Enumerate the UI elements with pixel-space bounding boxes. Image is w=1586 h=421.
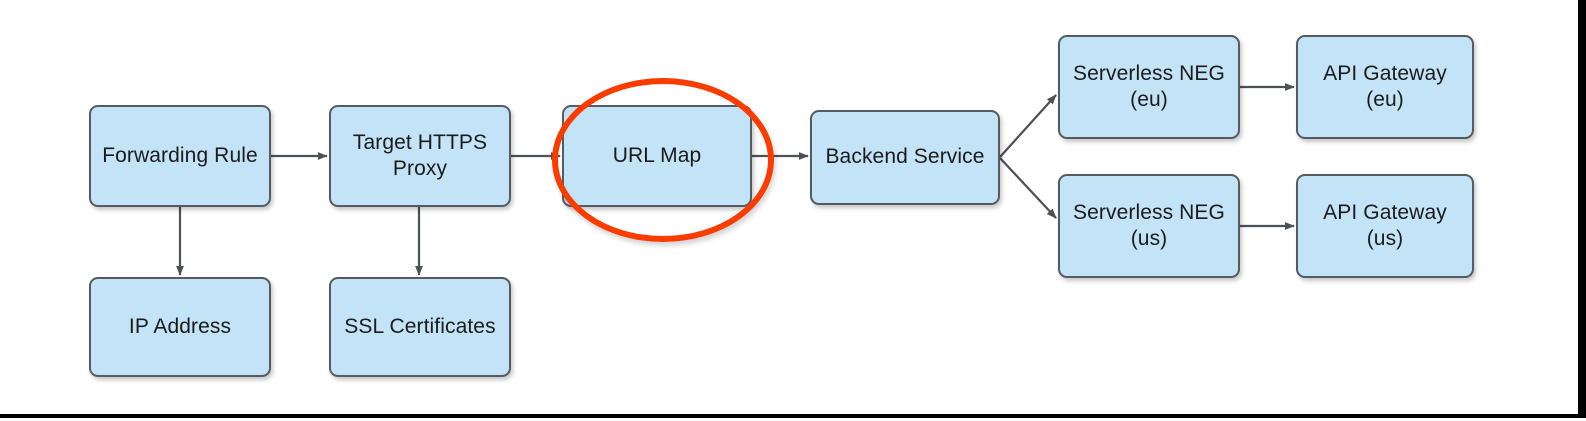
node-forwarding-rule[interactable]: Forwarding Rule: [89, 105, 271, 207]
bottom-divider: [0, 414, 1586, 418]
node-label-target-https-proxy: Target HTTPS Proxy: [352, 130, 488, 180]
node-api-gateway-eu[interactable]: API Gateway (eu): [1296, 35, 1474, 139]
node-label-backend-service: Backend Service: [825, 145, 985, 169]
node-backend-service[interactable]: Backend Service: [810, 110, 1000, 205]
node-label-api-gateway-us: API Gateway (us): [1323, 200, 1447, 250]
right-divider: [1578, 0, 1586, 418]
edge-backend-to-neg-us: [999, 157, 1057, 219]
url-map-highlight-ellipse: [552, 78, 774, 242]
node-serverless-neg-us[interactable]: Serverless NEG (us): [1058, 174, 1240, 278]
node-ip-address[interactable]: IP Address: [89, 277, 271, 377]
node-label-serverless-neg-eu: Serverless NEG (eu): [1073, 61, 1225, 111]
node-label-ip-address: IP Address: [128, 314, 232, 338]
node-label-api-gateway-eu: API Gateway (eu): [1323, 61, 1447, 111]
node-target-https-proxy[interactable]: Target HTTPS Proxy: [329, 105, 511, 207]
edge-backend-to-neg-eu: [999, 94, 1057, 158]
node-label-serverless-neg-us: Serverless NEG (us): [1073, 200, 1225, 250]
node-api-gateway-us[interactable]: API Gateway (us): [1296, 174, 1474, 278]
node-serverless-neg-eu[interactable]: Serverless NEG (eu): [1058, 35, 1240, 139]
node-ssl-certificates[interactable]: SSL Certificates: [329, 277, 511, 377]
node-label-forwarding-rule: Forwarding Rule: [102, 143, 258, 167]
node-label-ssl-certificates: SSL Certificates: [344, 314, 496, 338]
